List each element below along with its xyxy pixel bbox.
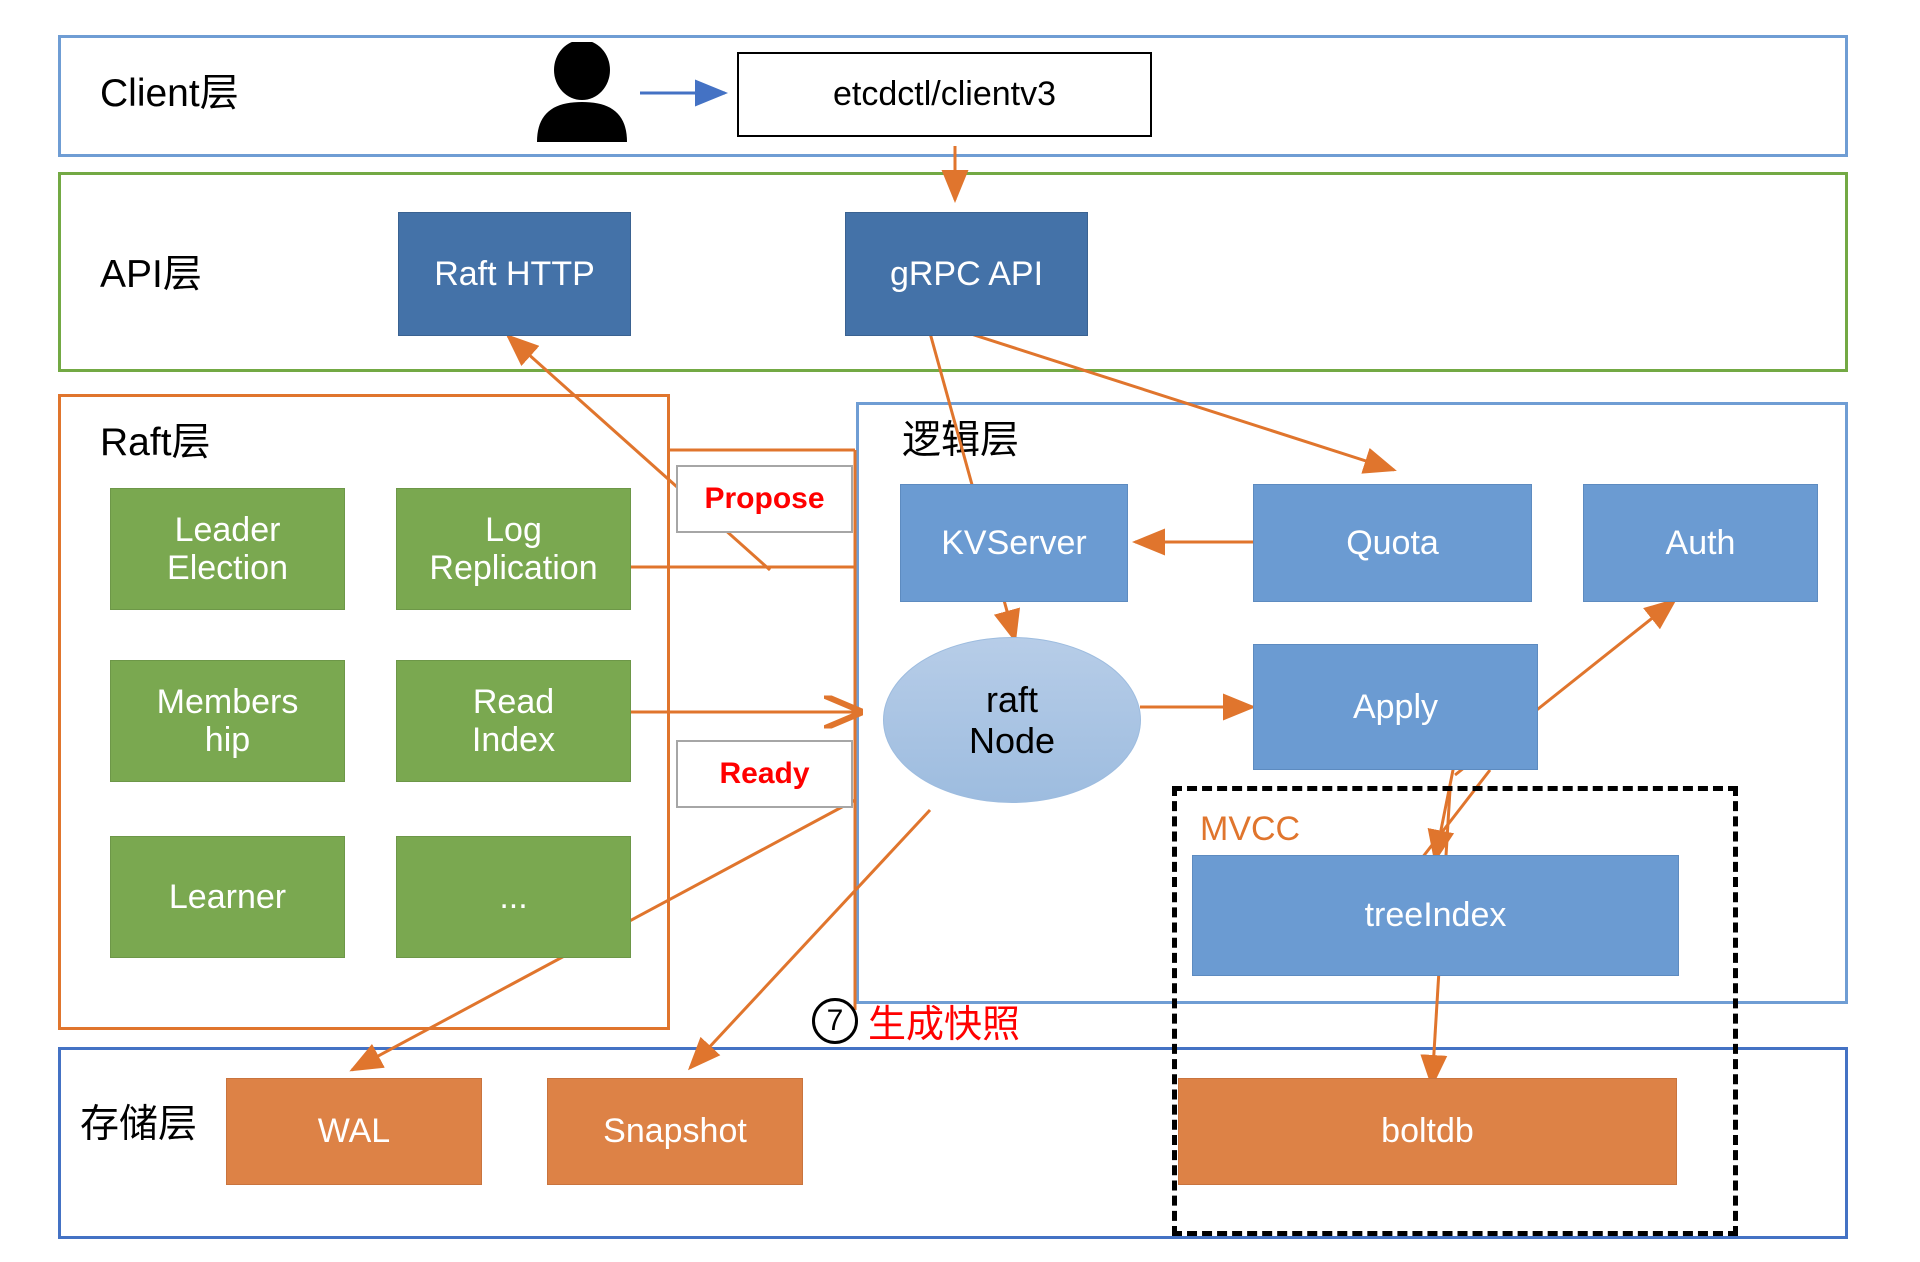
- node-grpc-api[interactable]: gRPC API: [845, 212, 1088, 336]
- layer-title-raft: Raft层: [100, 421, 211, 464]
- node-tree-index[interactable]: treeIndex: [1192, 855, 1679, 976]
- layer-client: [58, 35, 1848, 157]
- node-quota[interactable]: Quota: [1253, 484, 1532, 602]
- mvcc-label: MVCC: [1200, 810, 1301, 848]
- node-read-index[interactable]: Read Index: [396, 660, 631, 782]
- layer-title-api: API层: [100, 253, 202, 296]
- node-ellipsis[interactable]: ...: [396, 836, 631, 958]
- step-label-text: 生成快照: [868, 1004, 1021, 1046]
- step-number-circle: 7: [812, 997, 858, 1044]
- node-log-replication[interactable]: Log Replication: [396, 488, 631, 610]
- mvcc-group-box: [1172, 786, 1738, 1236]
- node-leader-election[interactable]: Leader Election: [110, 488, 345, 610]
- label-propose: Propose: [676, 465, 853, 533]
- node-wal[interactable]: WAL: [226, 1078, 482, 1185]
- node-boltdb[interactable]: boltdb: [1178, 1078, 1677, 1185]
- layer-title-storage: 存储层: [80, 1103, 198, 1146]
- layer-title-logic: 逻辑层: [902, 419, 1020, 462]
- node-etcdctl[interactable]: etcdctl/clientv3: [737, 52, 1152, 137]
- node-auth[interactable]: Auth: [1583, 484, 1818, 602]
- node-raft-node[interactable]: raft Node: [883, 637, 1141, 803]
- layer-title-client: Client层: [100, 72, 239, 115]
- node-apply[interactable]: Apply: [1253, 644, 1538, 770]
- layer-storage: [58, 1047, 1848, 1239]
- node-kvserver[interactable]: KVServer: [900, 484, 1128, 602]
- node-learner[interactable]: Learner: [110, 836, 345, 958]
- node-snapshot[interactable]: Snapshot: [547, 1078, 803, 1185]
- node-membership[interactable]: Members hip: [110, 660, 345, 782]
- node-raft-http[interactable]: Raft HTTP: [398, 212, 631, 336]
- user-person-icon: [527, 40, 637, 147]
- annotation-snapshot-step: 7 生成快照: [812, 993, 1020, 1048]
- label-ready: Ready: [676, 740, 853, 808]
